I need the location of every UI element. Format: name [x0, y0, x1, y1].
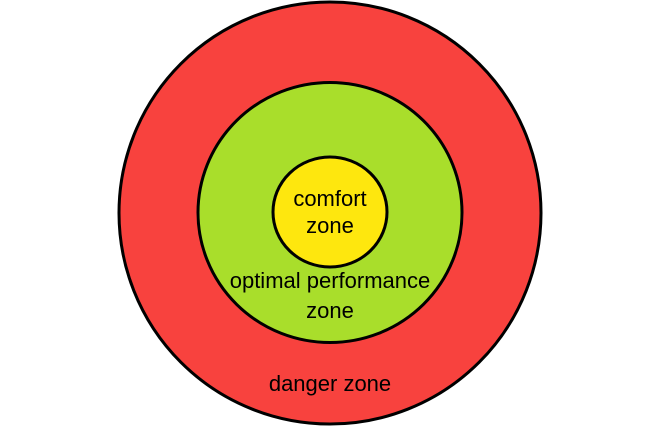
comfort-zone-label: comfort zone: [293, 185, 366, 239]
danger-zone-label: danger zone: [268, 371, 392, 396]
optimal-performance-zone-label-line2: zone: [306, 298, 354, 323]
comfort-zone-circle: [271, 155, 389, 269]
optimal-performance-zone-label-line1: optimal performance: [229, 268, 431, 293]
comfort-zone-label-line2: zone: [306, 213, 354, 238]
optimal-performance-zone-label: optimal performance zone: [230, 266, 431, 326]
comfort-zone-label-line1: comfort: [293, 186, 367, 211]
